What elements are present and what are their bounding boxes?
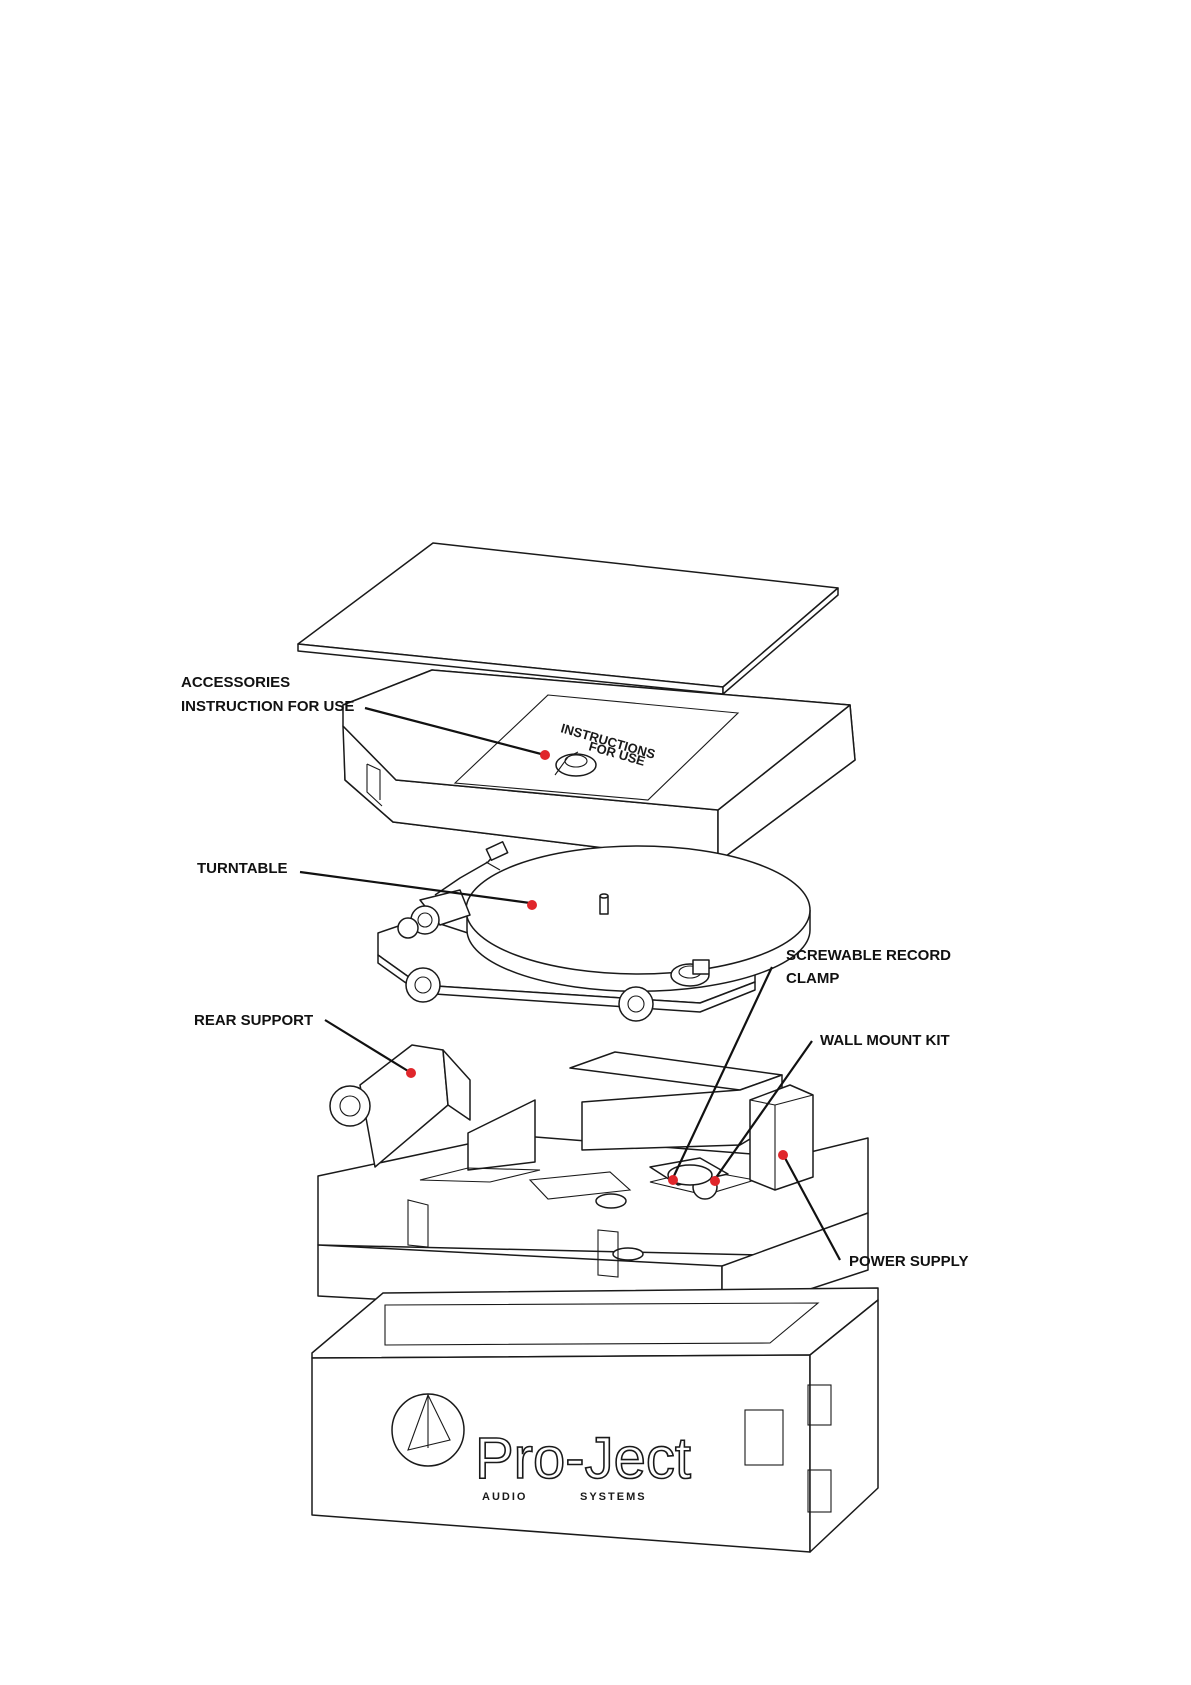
label-rear-support: REAR SUPPORT — [194, 1010, 313, 1032]
marker-rear-support — [406, 1068, 416, 1078]
brand-logo-audio: AUDIO — [482, 1491, 527, 1503]
label-power-supply: POWER SUPPLY — [849, 1251, 968, 1273]
marker-power-supply — [778, 1150, 788, 1160]
brand-logo-text: Pro-Ject — [475, 1426, 691, 1491]
marker-wall-mount-kit — [710, 1176, 720, 1186]
label-turntable: TURNTABLE — [197, 858, 288, 880]
marker-record-clamp — [668, 1175, 678, 1185]
label-wall-mount-kit: WALL MOUNT KIT — [820, 1030, 950, 1052]
brand-logo-systems: SYSTEMS — [580, 1491, 647, 1503]
label-screwable-record-clamp-1: SCREWABLE RECORD — [786, 945, 951, 967]
outer-shipping-box: Pro-Ject AUDIO SYSTEMS — [312, 1288, 878, 1552]
leader-rear-support — [325, 1020, 408, 1071]
power-supply-block — [750, 1085, 813, 1190]
turntable — [378, 842, 810, 1021]
label-accessories: ACCESSORIES — [181, 672, 290, 694]
marker-turntable — [527, 900, 537, 910]
logo-triangle-mark — [392, 1394, 464, 1466]
label-screwable-record-clamp-2: CLAMP — [786, 968, 839, 990]
marker-accessories — [540, 750, 550, 760]
accessories-tray: INSTRUCTIONS FOR USE — [343, 670, 855, 862]
label-instruction-for-use: INSTRUCTION FOR USE — [181, 696, 354, 718]
top-cover-sheet — [298, 543, 838, 694]
